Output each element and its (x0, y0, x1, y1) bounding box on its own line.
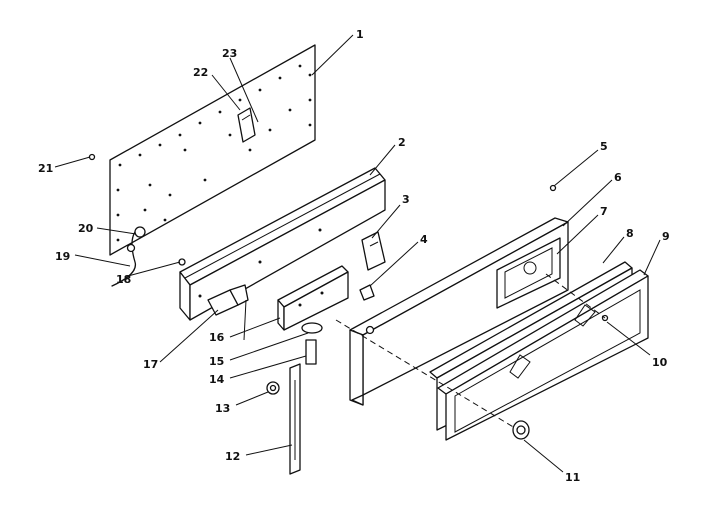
bracket-3 (361, 231, 386, 271)
mounting-bracket (277, 265, 349, 331)
back-panel (109, 44, 316, 256)
screw-5 (549, 184, 557, 192)
support-bar (289, 363, 301, 475)
igniter-block (207, 284, 249, 341)
callout-16: 16 (209, 331, 225, 344)
manifold-rail (178, 167, 386, 321)
front-frame (437, 269, 649, 441)
callout-9: 9 (662, 230, 670, 243)
control-panel (349, 217, 569, 406)
callout-3: 3 (402, 193, 410, 206)
wire-harness (111, 226, 146, 287)
callout-2: 2 (398, 136, 406, 149)
callout-23: 23 (222, 47, 237, 60)
callout-4: 4 (420, 233, 428, 246)
callout-8: 8 (626, 227, 634, 240)
clip-4 (359, 284, 375, 301)
screw-21 (88, 153, 96, 161)
callout-6: 6 (614, 171, 622, 184)
callout-18: 18 (116, 273, 131, 286)
callout-1: 1 (356, 28, 364, 41)
knob (512, 420, 530, 440)
callout-12: 12 (225, 450, 240, 463)
callout-15: 15 (209, 355, 224, 368)
callout-7: 7 (600, 205, 608, 218)
callout-11: 11 (565, 471, 580, 484)
callout-20: 20 (78, 222, 94, 235)
callout-14: 14 (209, 373, 225, 386)
callout-5: 5 (600, 140, 608, 153)
callout-leaders (54, 34, 661, 473)
callout-13: 13 (215, 402, 230, 415)
grommet (266, 381, 280, 395)
callout-10: 10 (652, 356, 668, 369)
callout-22: 22 (193, 66, 208, 79)
callout-labels: 1 2 3 4 5 6 7 8 9 10 11 12 13 14 15 16 1… (38, 28, 670, 484)
callout-19: 19 (55, 250, 70, 263)
callout-21: 21 (38, 162, 53, 175)
callout-17: 17 (143, 358, 158, 371)
assembly-lines (335, 273, 606, 429)
valve-stem (301, 322, 323, 365)
